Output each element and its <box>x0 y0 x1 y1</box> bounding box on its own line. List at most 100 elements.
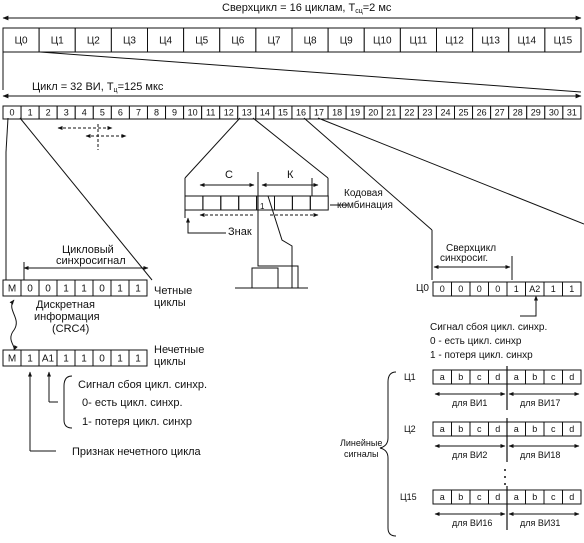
ts16-mf-cell-0: 0 <box>432 281 452 297</box>
signaling-cell-label: d <box>495 492 500 502</box>
superframe-cell-label: Ц10 <box>373 36 392 47</box>
ts16-mf-sync-label-1: Сверхцикл <box>446 243 496 254</box>
ts-bit-hint-arrows <box>57 124 127 150</box>
frame-ts-cell-17: 17 <box>309 105 329 120</box>
signaling-cell-label: a <box>440 492 445 502</box>
ts16-mf-cell-2: 0 <box>469 281 489 297</box>
odd-frame-cell-0: M <box>2 349 22 367</box>
even-frame-cell-label: 1 <box>135 284 141 295</box>
discrete-info-line-1: Дискретная <box>36 299 95 311</box>
superframe-cell-12: Ц12 <box>436 27 474 53</box>
superframe-cell-label: Ц7 <box>267 36 280 47</box>
frame-ts-cell-23: 23 <box>417 105 437 120</box>
frame-ts-cell-10: 10 <box>183 105 203 120</box>
frame-ts-cell-label: 27 <box>495 108 505 118</box>
ts16-a2-pointer <box>520 295 538 317</box>
frame-ts-cell-label: 24 <box>440 108 450 118</box>
ts16-mf-cell-1: 0 <box>451 281 471 297</box>
even-frames-label-1: Четные <box>154 285 192 297</box>
frame-ts-cell-label: 6 <box>118 108 123 118</box>
superframe-cell-label: Ц2 <box>87 36 100 47</box>
even-frame-cell-7: 1 <box>128 279 148 297</box>
frame-ts-cell-label: 1 <box>28 108 33 118</box>
odd-frames-label-1: Нечетные <box>154 344 204 356</box>
signaling-row-label: Ц2 <box>404 424 416 434</box>
signaling-left-label: для ВИ16 <box>452 518 492 528</box>
superframe-cell-label: Ц4 <box>159 36 172 47</box>
superframe-cell-label: Ц8 <box>304 36 317 47</box>
svg-text:Сверхцикл = 16 циклам, Tсц=2 м: Сверхцикл = 16 циклам, Tсц=2 мс <box>222 2 392 15</box>
ts13-bit-cell <box>184 195 204 211</box>
frame-ts-cell-label: 5 <box>100 108 105 118</box>
signaling-cell-label: d <box>495 424 500 434</box>
frame-ts-cell-21: 21 <box>381 105 401 120</box>
superframe-cell-label: Ц1 <box>51 36 64 47</box>
odd-frame-cell-1: 1 <box>20 349 40 367</box>
frame-ts-cell-label: 9 <box>172 108 177 118</box>
signaling-cell-6: c <box>543 369 563 385</box>
odd-frame-cell-4: 1 <box>74 349 94 367</box>
signaling-cell-label: b <box>532 372 537 382</box>
signaling-row-label: Ц1 <box>404 372 416 382</box>
frame-title: Цикл = 32 ВИ, Tц=125 мкс <box>32 81 164 94</box>
frame-ts-cell-12: 12 <box>219 105 239 120</box>
frame-ts-cell-label: 22 <box>404 108 414 118</box>
odd-frame-cell-label: M <box>8 354 16 365</box>
signaling-cell-2: c <box>469 489 489 505</box>
frame-ts-cell-label: 23 <box>422 108 432 118</box>
ts16-mf-cell-4: 1 <box>506 281 526 297</box>
ts16-mf-cell-label: 0 <box>495 284 500 294</box>
signaling-cell-3: d <box>488 421 508 437</box>
signaling-cell-0: a <box>432 421 452 437</box>
frame-ts-cell-11: 11 <box>201 105 221 120</box>
signaling-row-label: Ц15 <box>400 492 417 502</box>
frame-ts-cell-0: 0 <box>2 105 22 120</box>
frame-ts-cell-26: 26 <box>472 105 492 120</box>
discrete-info-line-2: информация <box>34 311 100 323</box>
odd-frame-cell-label: 0 <box>99 354 105 365</box>
even-frame-cell-0: M <box>2 279 22 297</box>
ts16-mf-cell-label: 1 <box>551 284 556 294</box>
frame-ts-cell-13: 13 <box>237 105 257 120</box>
signaling-cell-label: a <box>440 424 445 434</box>
even-frames-label-2: циклы <box>154 297 186 309</box>
signaling-cell-5: b <box>525 489 545 505</box>
frame-ts-cell-31: 31 <box>562 105 582 120</box>
frame-ts-cell-label: 2 <box>46 108 51 118</box>
odd-frame-cell-label: 1 <box>63 354 69 365</box>
ts16-mf-sync-label-2: синхросиг. <box>440 253 488 264</box>
frame-ts-cell-label: 17 <box>314 108 324 118</box>
ts13-cell-1: 1 <box>260 202 265 211</box>
ts16-note-line-2: 0 - есть цикл. синхр <box>430 336 522 347</box>
odd-notes-pointers <box>28 371 73 452</box>
sign-label: Знак <box>228 226 252 238</box>
signaling-cell-2: c <box>469 369 489 385</box>
ts13-bit-cell <box>274 195 293 211</box>
signaling-right-label: для ВИ18 <box>520 450 560 460</box>
superframe-cell-9: Ц9 <box>327 27 365 53</box>
superframe-cell-label: Ц9 <box>340 36 353 47</box>
superframe-cell-label: Ц6 <box>231 36 244 47</box>
frame-ts-cell-label: 8 <box>154 108 159 118</box>
signaling-cell-6: c <box>543 421 563 437</box>
signaling-brace-label-1: Линейные <box>340 438 382 448</box>
signaling-cell-2: c <box>469 421 489 437</box>
frame-ts-cell-label: 26 <box>477 108 487 118</box>
frame-ts-cell-label: 14 <box>260 108 270 118</box>
frame-ts-cell-label: 29 <box>531 108 541 118</box>
frame-ts-cell-label: 18 <box>332 108 342 118</box>
ts13-bit-cell <box>220 195 240 211</box>
ts16-mf-cell-7: 1 <box>562 281 582 297</box>
signaling-cell-label: a <box>514 492 519 502</box>
frame-ts-cell-7: 7 <box>128 105 148 120</box>
ts13-detail: С К 1 Кодовая комбинация Знак <box>184 169 393 289</box>
frame-ts-cell-label: 13 <box>242 108 252 118</box>
signaling-cell-label: a <box>440 372 445 382</box>
frame-sync-label-2: синхросигнал <box>56 255 126 267</box>
superframe-cell-5: Ц5 <box>183 27 221 53</box>
signaling-cell-label: c <box>551 492 556 502</box>
svg-text:Цикл = 32 ВИ, Tц=125 мкс: Цикл = 32 ВИ, Tц=125 мкс <box>32 81 164 94</box>
